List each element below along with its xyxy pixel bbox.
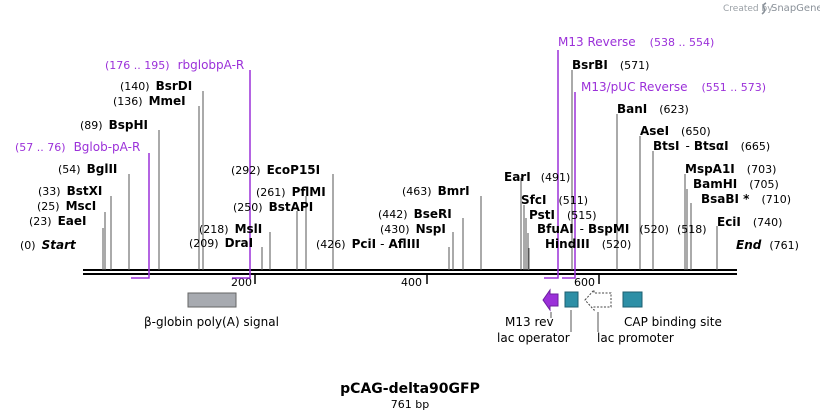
site-MspA1I: MspA1I(703) [685, 162, 776, 176]
snapgene-logo-icon [761, 2, 767, 15]
feature-label-beta-globin-polyA: β-globin poly(A) signal [144, 315, 279, 329]
tick-label-200: 200 [231, 276, 252, 289]
feature-label-CAP-binding-site: CAP binding site [624, 315, 722, 329]
site-EarI: EarI(491) [504, 170, 570, 184]
site-lines [102, 70, 718, 270]
primer-M13-pUC-Reverse: M13/pUC Reverse(551 .. 573) [581, 80, 766, 94]
site-PciI-AflIII: (426)PciI-AflIII [316, 237, 420, 251]
backbone [83, 269, 737, 275]
site-BsrDI: (140)BsrDI [120, 79, 192, 93]
site-BfuAI-BspMI: BfuAI-BspMI(520) [537, 222, 669, 236]
credit-brand: SnapGene [771, 3, 820, 14]
primer-marks [131, 50, 576, 279]
site-BseRI: (442)BseRI [378, 207, 452, 221]
site-PstI: PstI(515) [529, 208, 597, 222]
feature-lac-operator [564, 291, 579, 308]
site-MscI: (25)MscI [37, 199, 96, 213]
feature-beta-globin-polyA [187, 292, 237, 308]
plasmid-length: 761 bp [391, 398, 429, 411]
site-MslI: (218)MslI [199, 222, 262, 236]
site-PflMI: (261)PflMI [256, 185, 326, 199]
site-BsrBI: BsrBI(571) [572, 58, 649, 72]
site-BfuAI-pos-right: (518) [677, 223, 707, 236]
site-BsaBI: BsaBI *(710) [701, 192, 791, 206]
site-BtsI-BtsaI: BtsI-BtsαI(665) [653, 139, 770, 153]
primer-rbglobpA-R: (176 .. 195)rbglobpA-R [105, 58, 244, 72]
credit-prefix: Created by [723, 4, 773, 14]
start-label: (0)Start [20, 238, 77, 252]
site-BstAPI: (250)BstAPI [233, 200, 313, 214]
site-BspHI: (89)BspHI [80, 118, 148, 132]
site-MmeI: (136)MmeI [113, 94, 186, 108]
tick-label-400: 400 [401, 276, 422, 289]
site-BanI: BanI(623) [617, 102, 689, 116]
primer-M13-Reverse: M13 Reverse(538 .. 554) [558, 35, 714, 49]
feature-CAP-binding-site [622, 291, 643, 308]
feature-label-M13-rev: M13 rev [505, 315, 554, 329]
tick-label-600: 600 [574, 276, 595, 289]
scale-ticks [254, 275, 600, 284]
feature-label-lac-operator: lac operator [497, 331, 570, 345]
site-BamHI: BamHI(705) [693, 177, 779, 191]
site-EciI: EciI(740) [717, 215, 782, 229]
site-HindIII: HindIII(520) [545, 237, 631, 251]
site-DraI: (209)DraI [189, 236, 253, 250]
feature-label-lac-promoter: lac promoter [597, 331, 674, 345]
site-BstXI: (33)BstXI [38, 184, 102, 198]
site-EaeI: (23)EaeI [29, 214, 87, 228]
site-BglII: (54)BglII [58, 162, 117, 176]
end-label: End(761) [736, 238, 799, 252]
feature-M13-rev-arrow [542, 288, 559, 312]
feature-lac-promoter-arrow [584, 288, 612, 312]
site-EcoP15I: (292)EcoP15I [231, 163, 320, 177]
site-BmrI: (463)BmrI [402, 184, 470, 198]
primer-Bglob-pA-R: (57 .. 76)Bglob-pA-R [15, 140, 140, 154]
site-SfcI: SfcI(511) [521, 193, 588, 207]
plasmid-name: pCAG-delta90GFP [340, 381, 480, 397]
site-AseI: AseI(650) [640, 124, 711, 138]
site-NspI: (430)NspI [380, 222, 446, 236]
